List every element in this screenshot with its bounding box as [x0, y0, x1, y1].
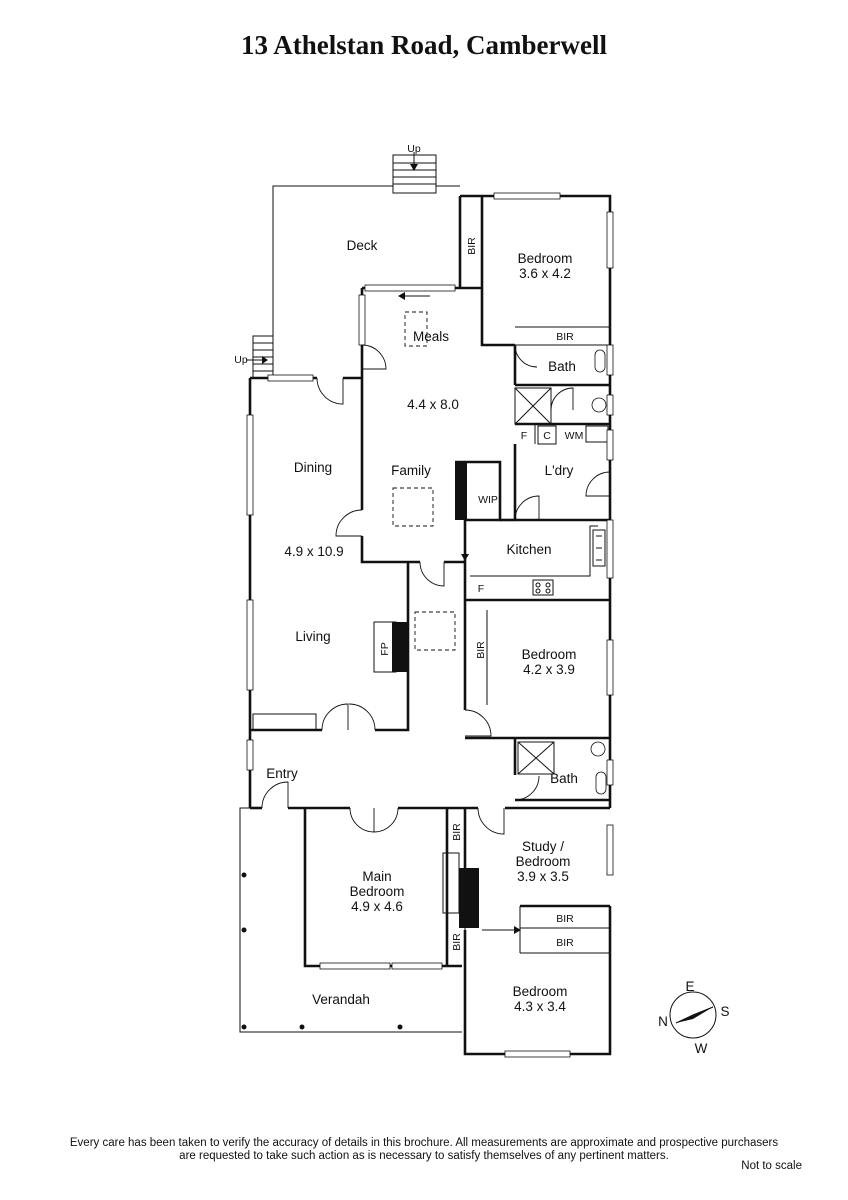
bedroom-rear-name: Bedroom [518, 251, 573, 266]
stairs-up-left-label: Up [234, 354, 248, 366]
family-size: 4.4 x 8.0 [407, 397, 459, 412]
main-bedroom-line1: Main [362, 869, 391, 884]
study-size: 3.9 x 3.5 [517, 869, 569, 884]
main-bedroom-size: 4.9 x 4.6 [351, 899, 403, 914]
wip-label: WIP [478, 494, 498, 506]
scale-note: Not to scale [741, 1160, 802, 1172]
stairs-up-top-label: Up [407, 143, 421, 155]
living-label: Living [295, 629, 330, 644]
family-label: Family [391, 463, 431, 478]
bedroom-mid-name: Bedroom [522, 647, 577, 662]
laundry-fridge-label: F [521, 430, 527, 442]
compass-w: W [695, 1041, 708, 1056]
kitchen-label: Kitchen [506, 542, 551, 557]
washing-machine-label: WM [565, 430, 584, 442]
meals-label: Meals [413, 329, 449, 344]
bedroom-mid-size: 4.2 x 3.9 [523, 662, 575, 677]
kitchen-appliances [532, 529, 606, 596]
cupboard-label: C [543, 430, 551, 442]
bath-lower-label: Bath [550, 771, 578, 786]
deck-outline [246, 152, 460, 379]
bir-rear-bottom: BIR [556, 331, 574, 343]
study-line1: Study / [522, 839, 564, 854]
bedroom-front-name: Bedroom [513, 984, 568, 999]
bir-study-lower: BIR [556, 937, 574, 949]
bath-upper-label: Bath [548, 359, 576, 374]
compass-e: E [685, 979, 694, 994]
dining-label: Dining [294, 460, 332, 475]
windows [246, 192, 614, 1058]
bir-mid: BIR [475, 641, 487, 659]
main-bedroom-line2: Bedroom [350, 884, 405, 899]
verandah-label: Verandah [312, 992, 370, 1007]
deck-label: Deck [347, 238, 378, 253]
disclaimer-line2: are requested to take such action as is … [179, 1150, 669, 1162]
laundry-label: L'dry [545, 463, 574, 478]
compass-s: S [720, 1004, 729, 1019]
bir-main-lower: BIR [451, 933, 463, 951]
compass: E S N W [658, 979, 729, 1056]
skylights [392, 311, 456, 651]
walls [248, 194, 612, 1056]
bir-main-upper: BIR [451, 823, 463, 841]
compass-n: N [658, 1014, 668, 1029]
doors [261, 292, 611, 934]
bir-study-upper: BIR [556, 913, 574, 925]
bir-rear-left: BIR [466, 237, 478, 255]
fireplace-label: FP [379, 642, 391, 655]
disclaimer: Every care has been taken to verify the … [0, 1137, 848, 1163]
living-size: 4.9 x 10.9 [284, 544, 343, 559]
entry-label: Entry [266, 766, 298, 781]
bedroom-front-size: 4.3 x 3.4 [514, 999, 566, 1014]
disclaimer-line1: Every care has been taken to verify the … [69, 1137, 779, 1149]
bedroom-rear-size: 3.6 x 4.2 [519, 266, 571, 281]
kitchen-fridge-label: F [478, 583, 484, 595]
study-line2: Bedroom [516, 854, 571, 869]
plan-title: 13 Athelstan Road, Camberwell [241, 30, 607, 60]
